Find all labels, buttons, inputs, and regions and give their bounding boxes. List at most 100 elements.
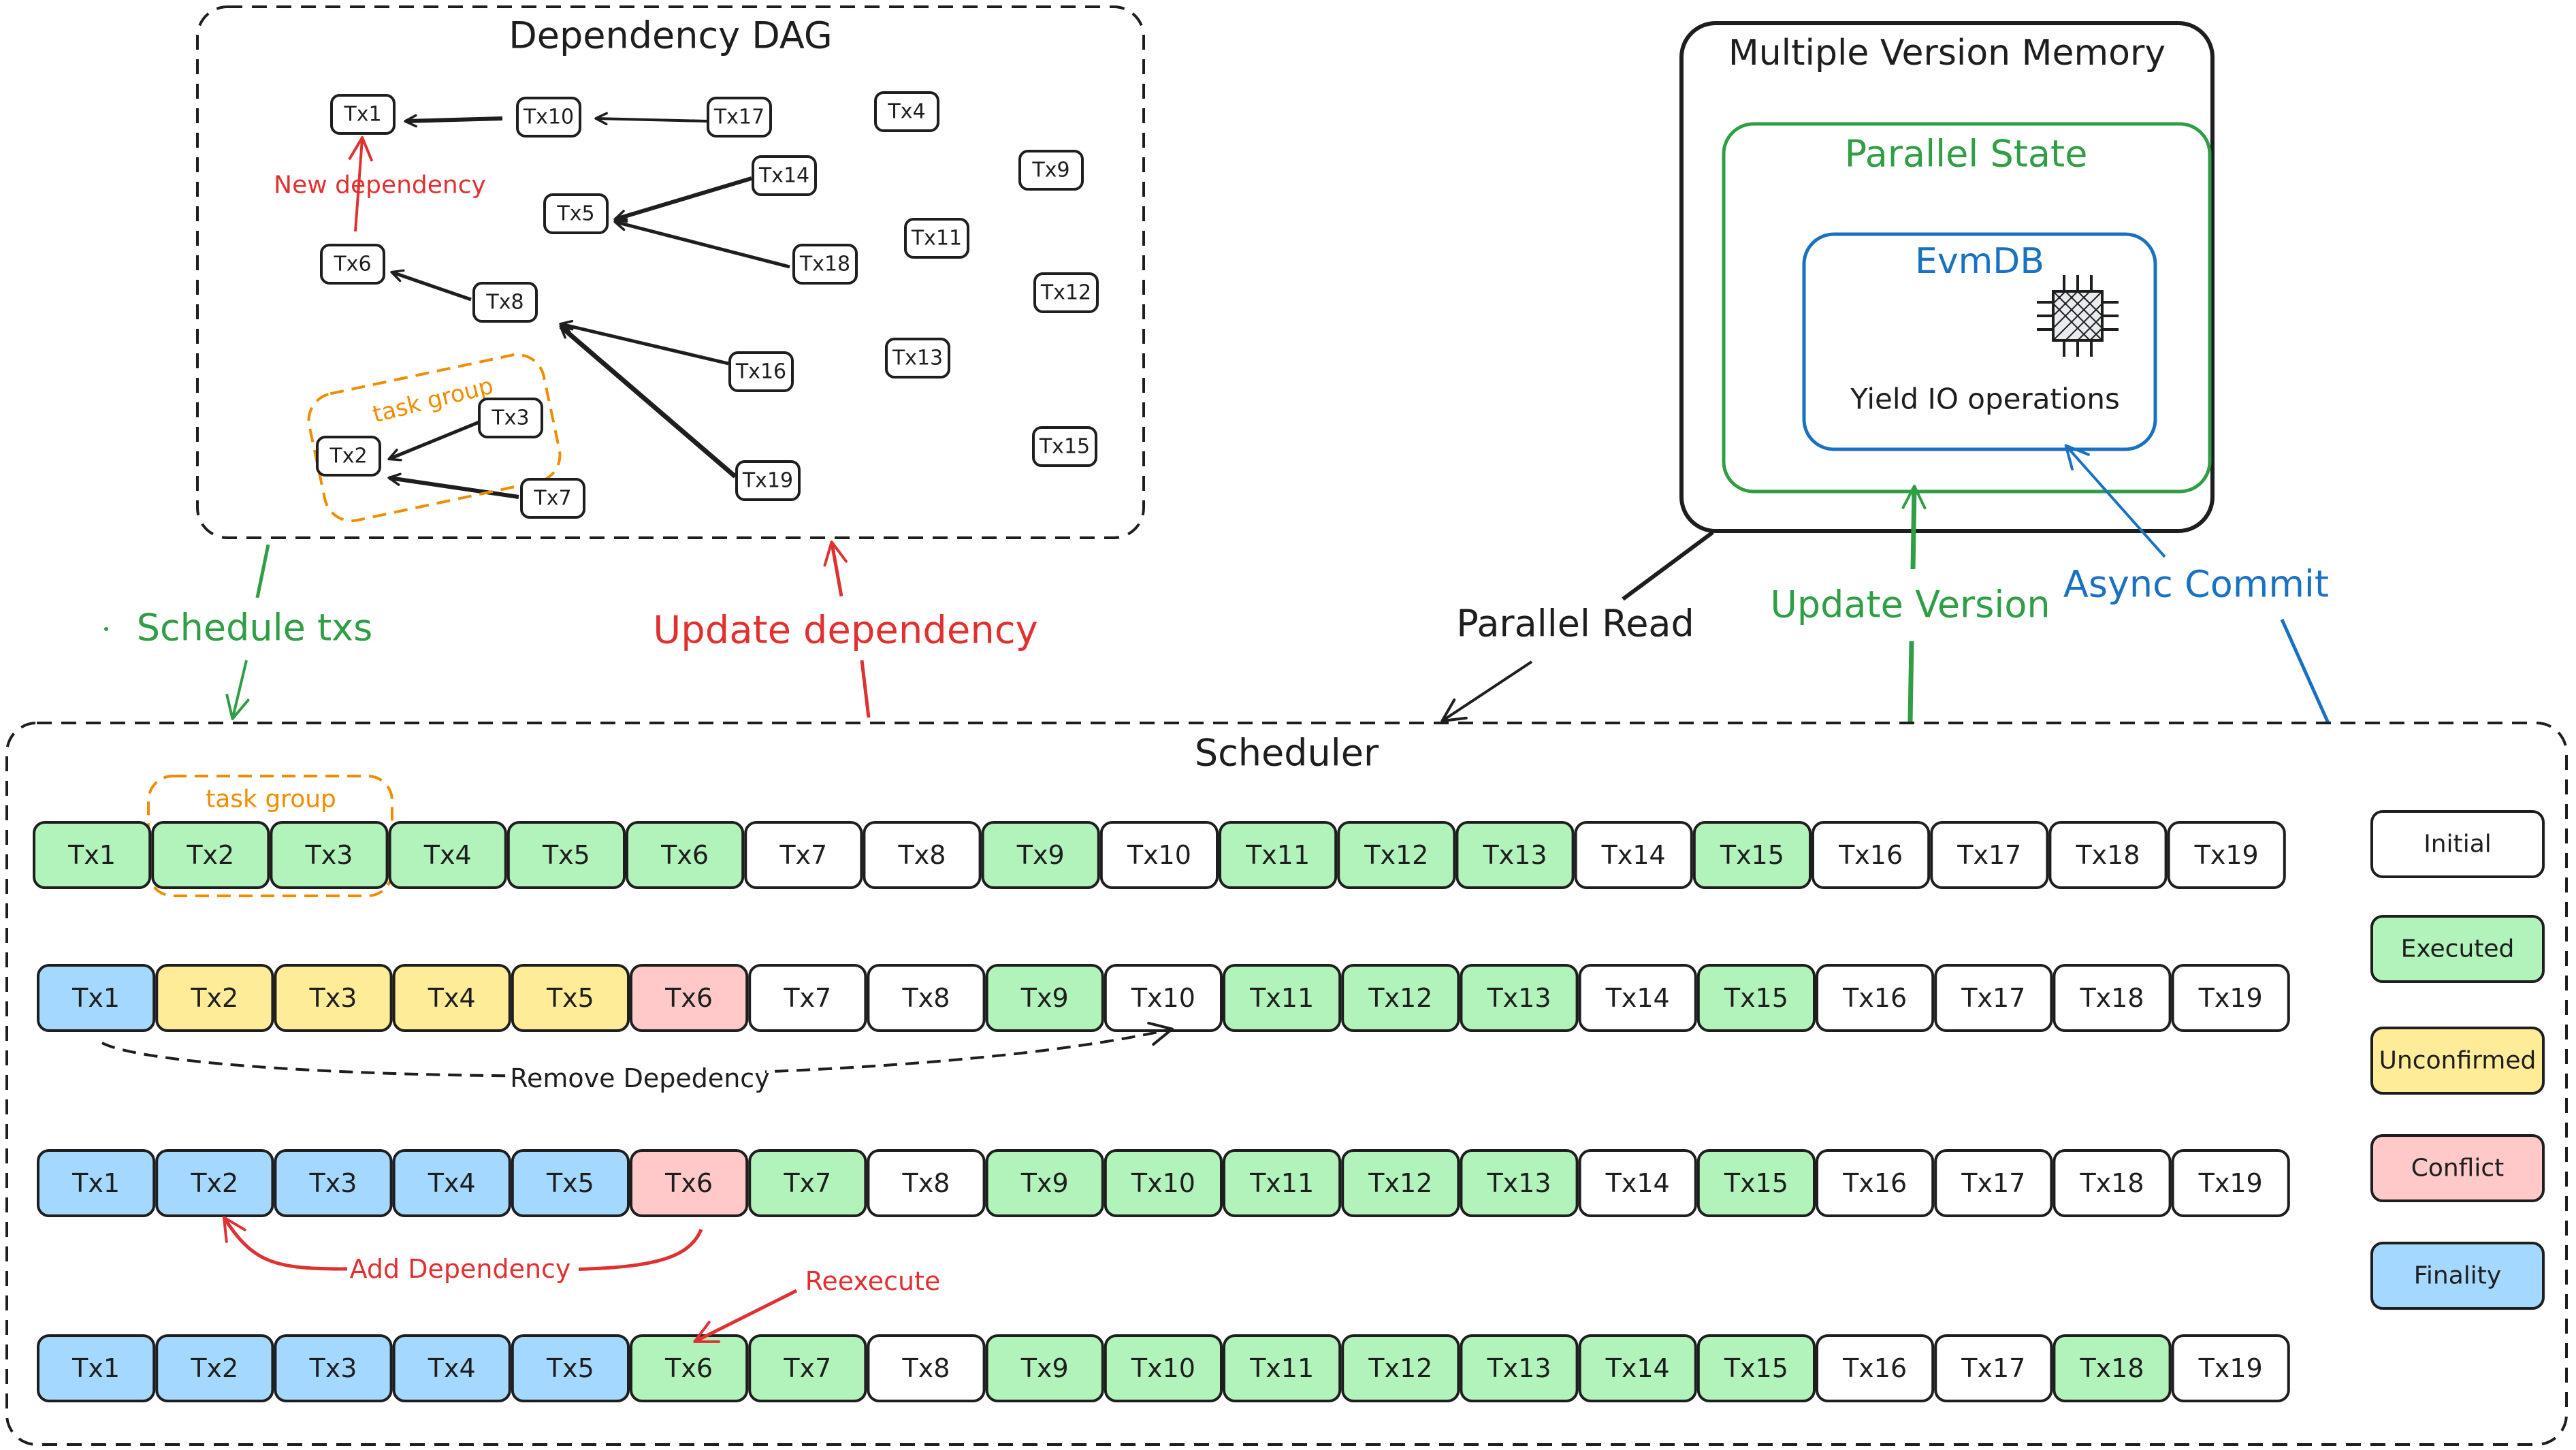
remove-dependency-arrow bbox=[101, 1021, 1174, 1078]
tx-cell-box bbox=[867, 1149, 986, 1217]
tx-cell-label: Tx12 bbox=[1364, 840, 1428, 870]
tx-cell-box bbox=[1574, 821, 1693, 889]
tx-cell-tx8: Tx8 bbox=[863, 821, 982, 889]
tx-cell-box bbox=[1341, 1149, 1460, 1217]
tx-cell-label: Tx7 bbox=[783, 1353, 831, 1383]
tx-cell-box bbox=[630, 1149, 749, 1217]
tx-cell-box bbox=[1223, 1334, 1342, 1402]
tx-cell-box bbox=[1696, 964, 1816, 1032]
tx-cell-tx6: Tx6 bbox=[630, 1149, 749, 1217]
tx-cell-tx13: Tx13 bbox=[1455, 821, 1575, 889]
dag-node-tx14: Tx14 bbox=[752, 155, 817, 196]
tx-cell-label: Tx17 bbox=[1961, 1353, 2025, 1383]
tx-cell-tx19: Tx19 bbox=[2171, 964, 2290, 1032]
tx-cell-tx6: Tx6 bbox=[630, 1334, 749, 1402]
edge-new-dependency bbox=[348, 136, 373, 232]
tx-cell-label: Tx2 bbox=[190, 1168, 238, 1198]
tx-cell-label: Tx4 bbox=[428, 983, 476, 1013]
dag-node-tx7: Tx7 bbox=[520, 478, 585, 519]
tx-cell-tx17: Tx17 bbox=[1934, 1334, 2053, 1402]
tx-cell-label: Tx1 bbox=[71, 983, 120, 1013]
tx-cell-box bbox=[2167, 821, 2286, 889]
dag-node-box bbox=[792, 244, 858, 285]
parallel-read-label: Parallel Read bbox=[1456, 602, 1694, 645]
tx-cell-box bbox=[392, 1334, 511, 1402]
dag-node-label: Tx3 bbox=[491, 406, 529, 430]
tx-cell-label: Tx10 bbox=[1131, 1353, 1195, 1383]
tx-cell-tx12: Tx12 bbox=[1341, 964, 1460, 1032]
tx-cell-box bbox=[1934, 1334, 2053, 1402]
tx-cell-label: Tx13 bbox=[1486, 983, 1551, 1013]
dag-node-tx12: Tx12 bbox=[1033, 272, 1099, 313]
reexecute-arrow bbox=[693, 1289, 798, 1343]
legend-swatch bbox=[2370, 810, 2545, 878]
tx-cell-label: Tx19 bbox=[2198, 1168, 2263, 1198]
dag-node-tx16: Tx16 bbox=[728, 351, 794, 392]
tx-cell-box bbox=[151, 821, 270, 889]
dag-node-tx8: Tx8 bbox=[472, 282, 538, 323]
tx-cell-label: Tx13 bbox=[1482, 840, 1547, 870]
edge-tx10-tx1 bbox=[404, 114, 503, 128]
tx-cell-tx13: Tx13 bbox=[1460, 1334, 1579, 1402]
multiple-version-memory: Multiple Version Memory Parallel State E… bbox=[1679, 21, 2215, 533]
dag-node-box bbox=[735, 460, 801, 501]
tx-cell-tx3: Tx3 bbox=[270, 821, 389, 889]
dag-node-tx13: Tx13 bbox=[885, 338, 950, 378]
tx-cell-tx8: Tx8 bbox=[867, 964, 986, 1032]
add-dependency-label: Add Dependency bbox=[350, 1254, 571, 1284]
schedule-txs-line-top bbox=[255, 544, 270, 598]
tx-cell-label: Tx1 bbox=[71, 1168, 120, 1198]
dag-node-label: Tx11 bbox=[911, 227, 962, 251]
tx-cell-box bbox=[1455, 821, 1575, 889]
tx-cell-tx9: Tx9 bbox=[981, 821, 1100, 889]
tx-cell-tx7: Tx7 bbox=[748, 964, 867, 1032]
schedule-dot bbox=[104, 627, 108, 631]
dag-node-label: Tx12 bbox=[1040, 281, 1091, 305]
dag-node-tx15: Tx15 bbox=[1032, 426, 1097, 467]
tx-cell-box bbox=[1578, 1334, 1697, 1402]
tx-cell-box bbox=[388, 821, 507, 889]
dag-node-box bbox=[316, 436, 381, 477]
tx-cell-label: Tx17 bbox=[1957, 840, 2021, 870]
dag-node-label: Tx10 bbox=[523, 106, 574, 129]
tx-cell-tx12: Tx12 bbox=[1341, 1334, 1460, 1402]
edge-tx14-tx5 bbox=[613, 176, 752, 223]
tx-cell-label: Tx15 bbox=[1724, 1168, 1788, 1198]
tx-cell-tx12: Tx12 bbox=[1337, 821, 1456, 889]
tx-cell-box bbox=[392, 964, 511, 1032]
tx-cell-box bbox=[748, 1149, 867, 1217]
dag-node-label: Tx7 bbox=[533, 487, 571, 511]
tx-cell-tx16: Tx16 bbox=[1812, 821, 1931, 889]
tx-cell-label: Tx10 bbox=[1127, 840, 1191, 870]
tx-cell-tx4: Tx4 bbox=[392, 964, 511, 1032]
tx-cell-tx5: Tx5 bbox=[511, 1334, 630, 1402]
dag-node-box bbox=[330, 94, 396, 135]
legend-finality: Finality bbox=[2370, 1242, 2545, 1310]
tx-cell-tx14: Tx14 bbox=[1578, 964, 1697, 1032]
tx-cell-box bbox=[985, 1334, 1104, 1402]
parallel-read-line-top bbox=[1622, 530, 1714, 601]
tx-cell-box bbox=[33, 821, 152, 889]
tx-cell-tx7: Tx7 bbox=[744, 821, 863, 889]
tx-cell-tx18: Tx18 bbox=[2048, 821, 2168, 889]
dag-node-label: Tx9 bbox=[1031, 159, 1069, 182]
tx-cell-tx6: Tx6 bbox=[630, 964, 749, 1032]
tx-cell-label: Tx2 bbox=[190, 983, 238, 1013]
tx-cell-label: Tx17 bbox=[1961, 983, 2025, 1013]
tx-cell-box bbox=[1460, 964, 1579, 1032]
add-dependency-bg bbox=[347, 1253, 579, 1287]
tx-cell-tx15: Tx15 bbox=[1696, 964, 1816, 1032]
parallel-read-arrow bbox=[1440, 660, 1533, 723]
edge-tx16-tx8 bbox=[559, 319, 729, 366]
tx-cell-box bbox=[1460, 1149, 1579, 1217]
dag-node-label: Tx4 bbox=[887, 100, 925, 124]
legend-swatch bbox=[2370, 1027, 2545, 1095]
tx-cell-tx5: Tx5 bbox=[511, 1149, 630, 1217]
tx-cell-tx16: Tx16 bbox=[1816, 1149, 1935, 1217]
tx-cell-label: Tx19 bbox=[2194, 840, 2259, 870]
tx-cell-box bbox=[985, 964, 1104, 1032]
tx-cell-tx16: Tx16 bbox=[1816, 964, 1935, 1032]
